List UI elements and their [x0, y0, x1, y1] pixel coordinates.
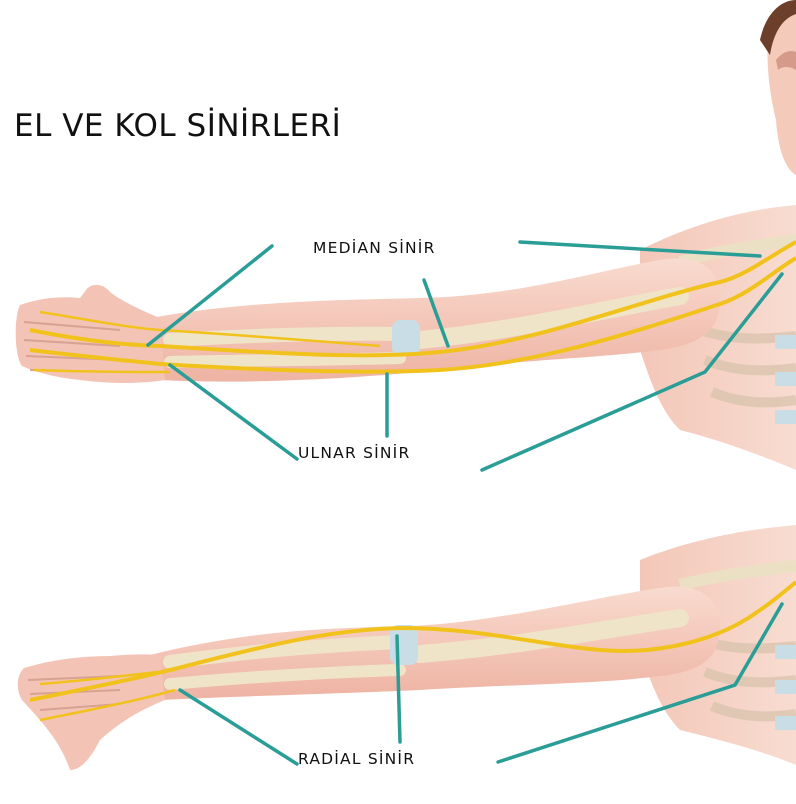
page-title: EL VE KOL SİNİRLERİ — [14, 108, 341, 144]
label-ulnar-nerve: ULNAR SİNİR — [298, 444, 410, 462]
label-radial-nerve: RADİAL SİNİR — [298, 750, 415, 768]
leader-radial-hand — [180, 690, 297, 764]
label-median-nerve: MEDİAN SİNİR — [313, 239, 436, 257]
head — [760, 0, 796, 175]
